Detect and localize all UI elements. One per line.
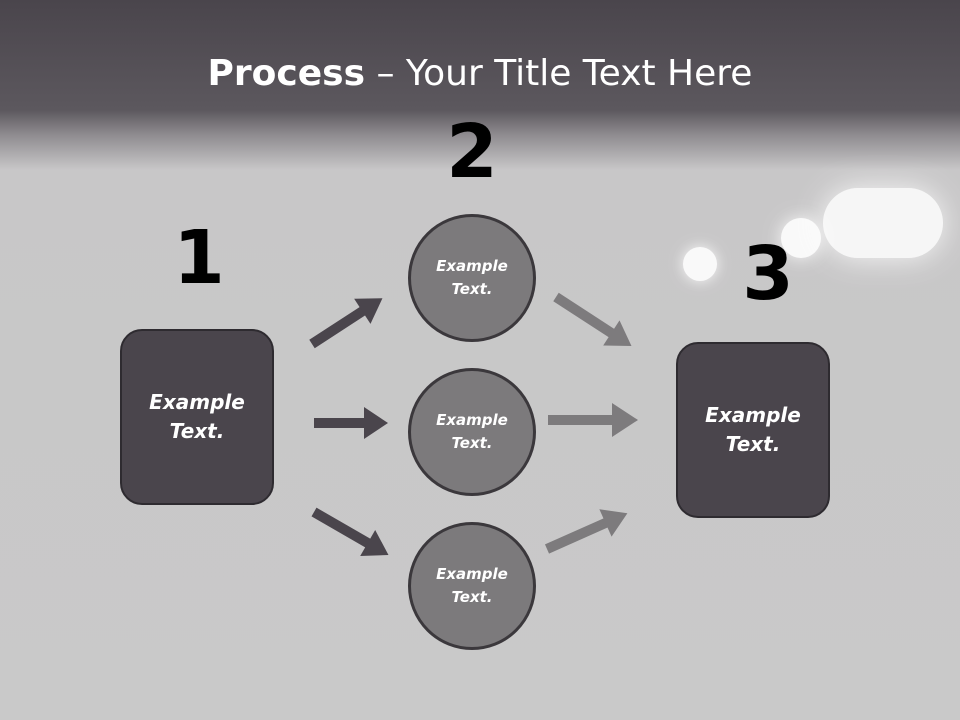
slide-title: Process – Your Title Text Here — [0, 52, 960, 96]
light-glow-2 — [781, 218, 821, 258]
right-box: Example Text. — [676, 342, 830, 518]
left-box-label: Example Text. — [149, 390, 245, 443]
circle-top: Example Text. — [408, 214, 536, 342]
right-box-label: Example Text. — [705, 403, 801, 456]
light-glow-3 — [823, 188, 943, 258]
step-number-2: 2 — [446, 109, 498, 195]
circle-top-label: Example Text. — [436, 257, 508, 298]
title-bold: Process — [207, 53, 366, 94]
step-number-3: 3 — [742, 231, 794, 317]
circle-bottom: Example Text. — [408, 522, 536, 650]
left-box: Example Text. — [120, 329, 274, 505]
title-rest: – Your Title Text Here — [365, 53, 753, 94]
circle-middle: Example Text. — [408, 368, 536, 496]
light-glow-1 — [683, 247, 717, 281]
arrow-left-to-top — [309, 298, 383, 349]
step-number-1: 1 — [173, 215, 225, 301]
arrow-left-to-bottom — [311, 507, 389, 556]
arrow-top-to-right — [553, 292, 632, 347]
circle-middle-label: Example Text. — [436, 411, 508, 452]
arrow-left-to-middle — [314, 407, 388, 439]
arrow-middle-to-right — [548, 403, 638, 437]
circle-bottom-label: Example Text. — [436, 565, 508, 606]
arrow-bottom-to-right — [544, 509, 628, 554]
